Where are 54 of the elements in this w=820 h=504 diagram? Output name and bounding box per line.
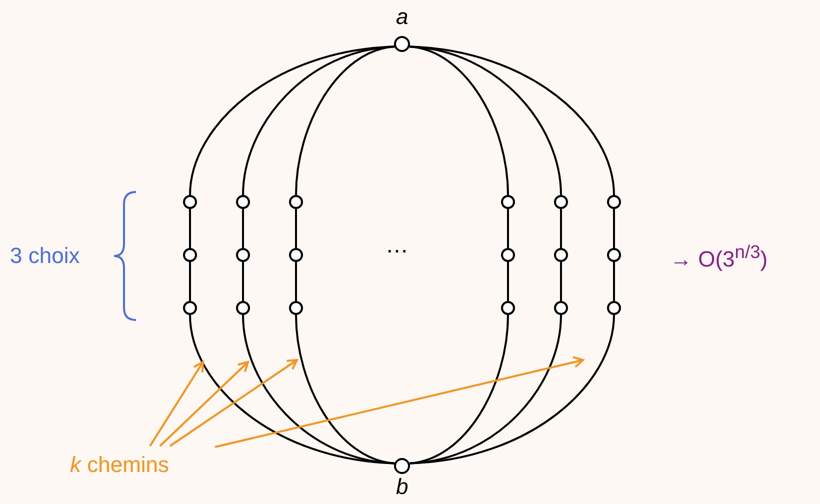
- path-line: [409, 314, 615, 464]
- circle-node: [183, 195, 197, 209]
- leader-arrow: [159, 361, 249, 447]
- path-line: [242, 209, 244, 248]
- circle-node: [607, 195, 621, 209]
- path-line: [189, 209, 191, 248]
- circle-node: [394, 458, 410, 474]
- leader-arrow: [169, 359, 298, 447]
- path-line: [507, 262, 509, 301]
- circle-node: [236, 248, 250, 262]
- path-line: [613, 262, 615, 301]
- circle-node: [183, 301, 197, 315]
- path-line: [613, 209, 615, 248]
- circle-node: [607, 301, 621, 315]
- path-line: [409, 314, 562, 464]
- path-line: [242, 314, 395, 464]
- circle-node: [289, 248, 303, 262]
- path-line: [295, 46, 395, 196]
- path-line: [409, 46, 509, 196]
- path-line: [242, 46, 395, 196]
- circle-node: [236, 301, 250, 315]
- annotation-text: k chemins: [70, 454, 170, 476]
- path-line: [507, 209, 509, 248]
- circle-node: [501, 248, 515, 262]
- path-line: [242, 262, 244, 301]
- path-line: [189, 46, 395, 196]
- complexity-label: → O(3$^{n/3}$): [670, 243, 768, 270]
- leader-arrow: [149, 361, 204, 447]
- path-line: [189, 314, 395, 464]
- circle-node: [554, 248, 568, 262]
- circle-node: [501, 195, 515, 209]
- circle-node: [289, 301, 303, 315]
- circle-node: [394, 36, 410, 52]
- ellipsis-text: ⋯: [386, 240, 408, 262]
- path-line: [560, 262, 562, 301]
- circle-node: [607, 248, 621, 262]
- leader-arrow: [214, 356, 584, 448]
- choice-label: 3 choix: [10, 245, 80, 267]
- path-line: [295, 262, 297, 301]
- node-label: b: [396, 476, 408, 498]
- path-line: [409, 46, 615, 196]
- circle-node: [183, 248, 197, 262]
- path-line: [409, 314, 509, 464]
- circle-node: [236, 195, 250, 209]
- path-line: [189, 262, 191, 301]
- path-line: [295, 314, 395, 464]
- path-line: [295, 209, 297, 248]
- node-label: a: [396, 6, 408, 28]
- path-line: [560, 209, 562, 248]
- circle-node: [289, 195, 303, 209]
- circle-node: [554, 301, 568, 315]
- circle-node: [501, 301, 515, 315]
- circle-node: [554, 195, 568, 209]
- path-line: [409, 46, 562, 196]
